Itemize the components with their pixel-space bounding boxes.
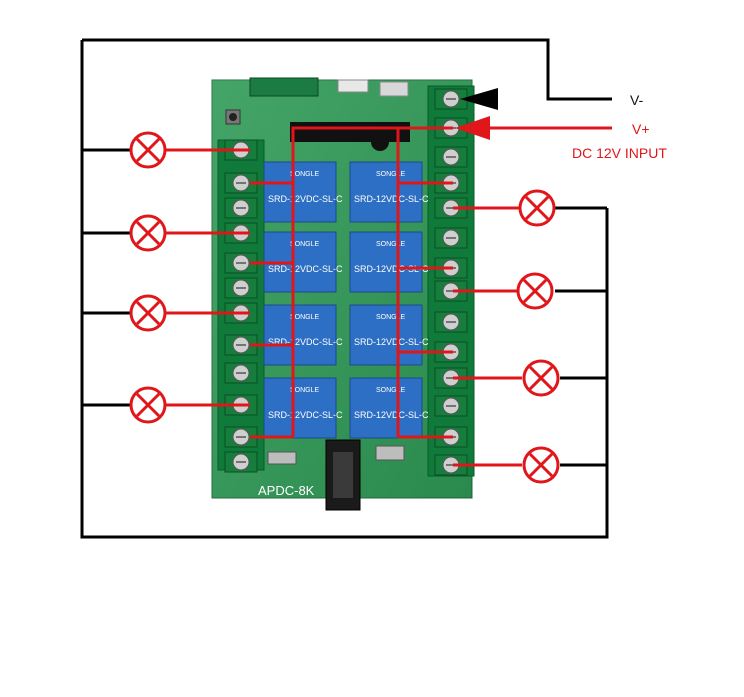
lamp-icon [518, 189, 556, 227]
relay: SRD-12VDC-SL-C SONGLE [349, 377, 429, 439]
board-model-label: APDC-8K [258, 483, 315, 498]
relay: SRD-12VDC-SL-C SONGLE [263, 304, 343, 366]
relay: SRD-12VDC-SL-C SONGLE [263, 377, 343, 439]
relay-brand-text: SONGLE [290, 241, 320, 248]
black-supply-wire [80, 38, 612, 539]
relay-group: SRD-12VDC-SL-C SONGLE SRD-12VDC-SL-C SONGLE… [263, 161, 429, 439]
terminal-screw [434, 88, 468, 110]
relay: SRD-12VDC-SL-C SONGLE [349, 161, 429, 223]
relay-brand-text: SONGLE [376, 171, 406, 178]
relay-brand-text: SONGLE [376, 387, 406, 394]
lamp-icon [522, 359, 560, 397]
terminal-group [224, 88, 468, 476]
v-minus-arrow [460, 88, 498, 110]
v-plus-label: V+ [632, 121, 650, 137]
terminal-screw [224, 197, 258, 219]
relay-brand-text: SONGLE [290, 171, 320, 178]
relay-brand-text: SONGLE [290, 387, 320, 394]
relay-model-text: SRD-12VDC-SL-C [268, 194, 343, 204]
lamp-icon [129, 386, 167, 424]
terminal-screw [434, 197, 468, 219]
v-minus-label: V- [630, 92, 644, 108]
terminal-screw [434, 280, 468, 302]
relay: SRD-12VDC-SL-C SONGLE [349, 231, 429, 293]
terminal-screw [434, 367, 468, 389]
relay-model-text: SRD-12VDC-SL-C [268, 337, 343, 347]
lamp-icon [129, 214, 167, 252]
terminal-screw [434, 227, 468, 249]
red-positive-wire [166, 126, 612, 467]
terminal-screw [224, 426, 258, 448]
lamp-icon [522, 446, 560, 484]
terminal-screw [434, 311, 468, 333]
relay: SRD-12VDC-SL-C SONGLE [263, 231, 343, 293]
relay-model-text: SRD-12VDC-SL-C [354, 410, 429, 420]
terminal-screw [224, 172, 258, 194]
relay: SRD-12VDC-SL-C SONGLE [349, 304, 429, 366]
relay-brand-text: SONGLE [376, 314, 406, 321]
relay-model-text: SRD-12VDC-SL-C [268, 264, 343, 274]
terminal-screw [224, 451, 258, 473]
lamp-group [129, 131, 560, 484]
relay: SRD-12VDC-SL-C SONGLE [263, 161, 343, 223]
relay-model-text: SRD-12VDC-SL-C [354, 264, 429, 274]
terminal-screw [434, 454, 468, 476]
v-plus-arrow [455, 116, 490, 140]
terminal-screw [434, 395, 468, 417]
dc-input-label: DC 12V INPUT [572, 145, 667, 161]
lamp-icon [129, 131, 167, 169]
lamp-icon [129, 294, 167, 332]
relay-brand-text: SONGLE [376, 241, 406, 248]
relay-model-text: SRD-12VDC-SL-C [354, 194, 429, 204]
relay-model-text: SRD-12VDC-SL-C [354, 337, 429, 347]
terminal-screw [224, 362, 258, 384]
terminal-screw [434, 146, 468, 168]
lamp-icon [516, 272, 554, 310]
terminal-screw [224, 277, 258, 299]
relay-brand-text: SONGLE [290, 314, 320, 321]
relay-model-text: SRD-12VDC-SL-C [268, 410, 343, 420]
